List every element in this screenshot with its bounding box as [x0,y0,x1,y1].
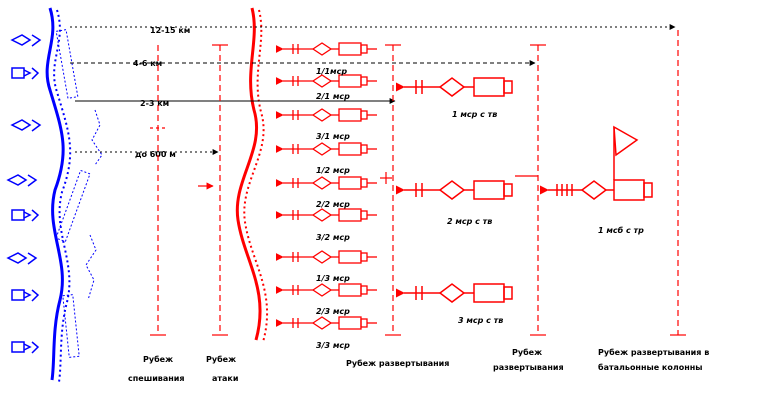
line-label-dismount-1: Рубеж [143,354,173,364]
enemy-bmp-icon [6,252,38,265]
enemy-tank-icon [11,209,40,222]
line-label-company-deploy-1: Рубеж [512,347,542,357]
battalion-label: 1 мсб с тр [598,225,644,235]
company-vehicle-icon [395,77,513,97]
line-label-dismount-2: спешивания [128,374,185,383]
enemy-tank-icon [11,289,40,302]
enemy-bmp-icon [10,34,42,47]
phase-line-battalion-columns [670,30,686,336]
distance-label-12-15: 12-15 км [150,26,190,35]
line-labels: Рубеж спешивания Рубеж атаки Рубеж разве… [128,347,709,383]
enemy-bmp-icon [6,174,38,187]
platoon-vehicle-icon [275,42,377,56]
distance-arrows [70,24,676,155]
phase-line-attack [198,44,228,336]
platoon-label: 1/1мср [316,67,347,76]
enemy-obstacles [55,29,91,358]
platoon-vehicle-icon [275,176,377,190]
line-label-company-deploy-2: развертывания [493,363,564,372]
platoon-label: 3/3 мср [316,341,350,350]
phase-line-platoon-deploy [380,44,401,336]
company-icons [395,77,513,303]
distance-label-4-6: 4-6 км [133,59,162,68]
platoon-vehicle-icon [275,74,377,88]
wire-obstacles [85,109,103,301]
line-label-deploy: Рубеж развертывания [346,358,449,368]
platoon-label: 3/2 мср [316,233,350,242]
platoon-label: 2/1 мср [316,92,350,101]
platoon-vehicle-icon [275,142,377,156]
enemy-tank-icon [11,67,40,80]
platoon-label: 2/2 мср [316,200,350,209]
platoon-icons [275,42,377,330]
line-label-battalion-2: батальонные колонны [598,362,703,372]
company-vehicle-icon [395,283,513,303]
company-label: 3 мср с тв [458,316,503,325]
distance-label-2-3: 2-3 км [140,99,169,108]
platoon-label: 1/2 мср [316,166,350,175]
enemy-symbols [6,34,42,354]
enemy-tank-icon [11,341,40,354]
enemy-front-line [45,7,72,383]
platoon-vehicle-icon [275,316,377,330]
phase-line-company-deploy [515,44,546,336]
enemy-bmp-icon [10,119,42,132]
company-vehicle-icon [395,180,513,200]
company-label: 1 мср с тв [452,110,497,119]
platoon-label: 2/3 мср [316,307,350,316]
platoon-label: 1/3 мср [316,274,350,283]
platoon-vehicle-icon [275,250,377,264]
platoon-vehicle-icon [275,108,377,122]
line-label-battalion-1: Рубеж развертывания в [598,347,709,357]
battalion-icon [539,125,653,201]
company-label: 2 мср с тв [447,217,492,226]
line-label-attack-2: атаки [212,374,238,383]
friendly-line-of-contact [235,7,268,343]
line-label-attack-1: Рубеж [206,354,236,364]
distance-label-600: до 600 м [135,150,176,159]
platoon-label: 3/1 мср [316,132,350,141]
platoon-vehicle-icon [275,283,377,297]
phase-lines [150,30,686,336]
platoon-vehicle-icon [275,208,377,222]
phase-line-dismount [150,45,166,336]
